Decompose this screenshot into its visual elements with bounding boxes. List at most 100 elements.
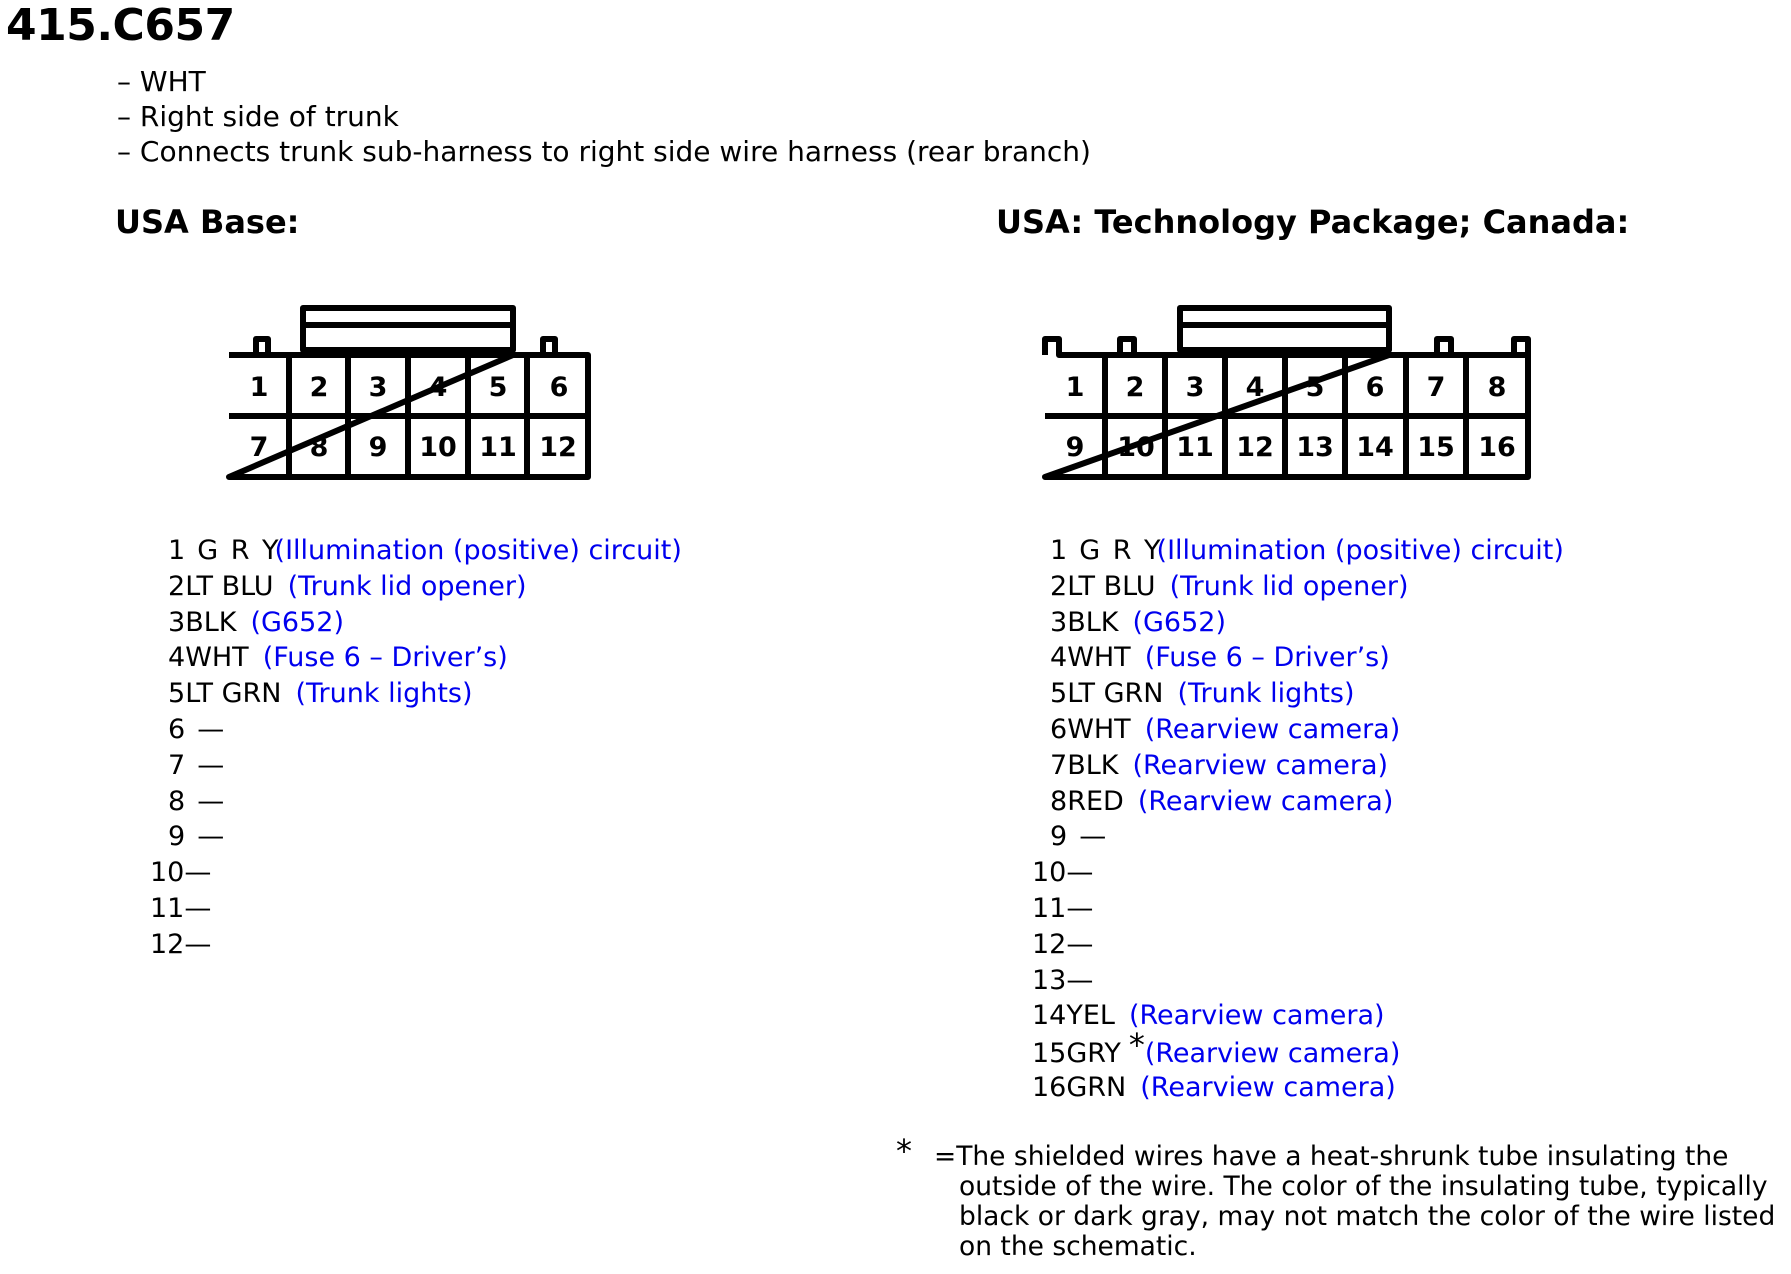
pin-row: 13— <box>1032 963 1564 999</box>
pin-label: 6 <box>1366 372 1385 403</box>
pin-row: 15GRY*(Rearview camera) <box>1032 1027 1564 1070</box>
pin-number: 12 <box>150 928 185 960</box>
pin-label: 9 <box>369 432 388 463</box>
pin-number: 15 <box>1032 1038 1067 1070</box>
pin-label: 9 <box>1066 432 1085 463</box>
pin-number: 2 <box>1050 570 1068 602</box>
wire-color: BLK <box>1067 606 1119 638</box>
wire-color: — <box>197 713 225 745</box>
footnote-line: black or dark gray, may not match the co… <box>959 1201 1776 1232</box>
wire-color: — <box>1066 857 1094 889</box>
pin-number: 3 <box>1050 606 1068 638</box>
pin-row: 3BLK(G652) <box>1050 605 1564 641</box>
pin-label: 8 <box>310 432 329 463</box>
pin-row: 14YEL(Rearview camera) <box>1032 998 1564 1034</box>
circuit-description: (Rearview camera) <box>1144 1038 1401 1070</box>
pin-label: 7 <box>1427 372 1446 403</box>
wire-color: GRY <box>1066 1038 1121 1070</box>
circuit-description: (Rearview camera) <box>1137 785 1394 817</box>
circuit-description: (Rearview camera) <box>1144 713 1401 745</box>
circuit-description: (Trunk lid opener) <box>1169 570 1409 602</box>
info-location: – Right side of trunk <box>117 100 399 133</box>
pin-number: 1 <box>168 535 186 566</box>
pin-number: 12 <box>1032 928 1067 960</box>
wire-color: — <box>184 928 212 960</box>
pin-label: 2 <box>310 372 329 403</box>
pin-label: 5 <box>489 372 508 403</box>
pin-number: 10 <box>150 857 185 889</box>
pin-number: 10 <box>1032 857 1067 889</box>
wire-color: — <box>1066 928 1094 960</box>
pin-row: 3BLK (G652) <box>168 605 682 641</box>
circuit-description: (Rearview camera) <box>1128 1000 1385 1032</box>
pin-number: 1 <box>1050 535 1068 566</box>
pin-label: 6 <box>550 372 569 403</box>
wire-color: — <box>184 857 212 889</box>
pin-row: 2LT BLU(Trunk lid opener) <box>168 569 682 605</box>
pin-row: 6— <box>168 712 682 748</box>
circuit-description: (Trunk lights) <box>1177 678 1355 710</box>
pin-label: 4 <box>429 372 448 403</box>
wire-color: — <box>1066 964 1094 996</box>
pin-number: 4 <box>168 642 186 674</box>
info-color: – WHT <box>117 65 206 98</box>
pin-row: 11— <box>1032 891 1564 927</box>
pin-number: 5 <box>168 678 186 710</box>
pin-number: 5 <box>1050 678 1068 710</box>
pin-row: 4WHT(Fuse 6 – Driver’s) <box>1050 640 1564 676</box>
wire-color: — <box>197 785 225 817</box>
circuit-description: (Rearview camera) <box>1132 749 1389 781</box>
wire-color: BLK <box>185 606 237 638</box>
pin-label: 7 <box>250 432 269 463</box>
pin-number: 7 <box>1050 749 1068 781</box>
pin-label: 11 <box>479 432 517 463</box>
connector-12pin-outline-icon: 1 2 3 4 5 6 7 8 9 10 11 12 <box>226 305 591 480</box>
pin-label: 15 <box>1417 432 1455 463</box>
pin-number: 13 <box>1032 964 1067 996</box>
wire-color: WHT <box>1067 713 1131 745</box>
pin-number: 6 <box>1050 713 1068 745</box>
asterisk-icon: * <box>896 1132 912 1170</box>
wire-color: GRN <box>1066 1071 1127 1103</box>
pin-label: 1 <box>250 372 269 403</box>
pin-row: 5LT GRN (Trunk lights) <box>1050 676 1564 712</box>
pin-label: 1 <box>1066 372 1085 403</box>
asterisk-icon: * <box>1128 1026 1145 1065</box>
pin-number: 11 <box>1032 892 1067 924</box>
pin-label: 3 <box>1186 372 1205 403</box>
pin-row: 8— <box>168 784 682 820</box>
circuit-description: (Fuse 6 – Driver’s) <box>262 642 508 674</box>
pin-number: 3 <box>168 606 186 638</box>
wire-color: — <box>197 749 225 781</box>
wire-color: — <box>197 821 225 853</box>
footnote-line: on the schematic. <box>959 1231 1197 1262</box>
pin-number: 16 <box>1032 1071 1067 1103</box>
circuit-description: (Trunk lid opener) <box>287 570 527 602</box>
wire-color: WHT <box>1067 642 1131 674</box>
wire-color: — <box>1066 892 1094 924</box>
circuit-description: (G652) <box>250 606 344 638</box>
pin-number: 8 <box>1050 785 1068 817</box>
pin-number: 8 <box>168 785 186 817</box>
wire-color: G R Y <box>1079 535 1163 566</box>
pin-label: 3 <box>369 372 388 403</box>
pin-number: 2 <box>168 570 186 602</box>
circuit-description: (Illumination (positive) circuit) <box>1156 535 1564 566</box>
connector-diagram-12pin: 1 2 3 4 5 6 7 8 9 10 11 12 <box>226 303 594 481</box>
pin-row: 8RED(Rearview camera) <box>1050 784 1564 820</box>
wire-color: G R Y <box>197 535 281 566</box>
heading-usa-base: USA Base: <box>115 203 300 241</box>
wire-color: — <box>1079 821 1107 853</box>
wire-color: LT GRN <box>1067 678 1164 710</box>
pin-label: 12 <box>1236 432 1274 463</box>
footnote-line: =The shielded wires have a heat-shrunk t… <box>934 1141 1729 1172</box>
wire-color: WHT <box>185 642 249 674</box>
pin-row: 9— <box>1050 819 1564 855</box>
pin-label: 8 <box>1488 372 1507 403</box>
connector-info-list: – WHT – Right side of trunk – Connects t… <box>117 64 1091 169</box>
pin-number: 9 <box>168 821 186 853</box>
pin-row: 16GRN(Rearview camera) <box>1032 1070 1564 1106</box>
pin-number: 7 <box>168 749 186 781</box>
pin-label: 10 <box>1117 432 1155 463</box>
